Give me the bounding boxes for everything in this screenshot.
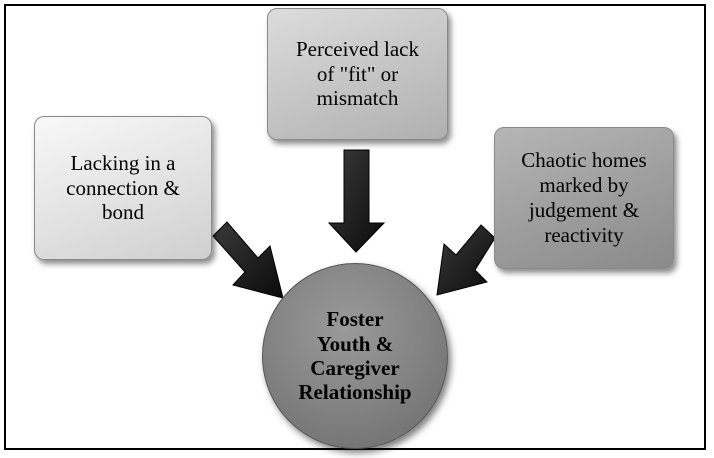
box-left-line: Lacking in a bbox=[70, 150, 176, 175]
box-right-line: judgement & bbox=[528, 198, 640, 222]
center-line: Caregiver bbox=[310, 356, 400, 380]
box-top-line: Perceived lack bbox=[295, 36, 420, 61]
box-top-line: mismatch bbox=[316, 86, 399, 111]
center-line: Foster bbox=[326, 307, 384, 332]
center-circle-foster-relationship: Foster Youth & Caregiver Relationship bbox=[262, 263, 448, 449]
box-chaotic-homes: Chaotic homes marked by judgement & reac… bbox=[494, 127, 674, 269]
box-left-line: connection & bbox=[66, 175, 180, 200]
box-right-line: reactivity bbox=[544, 222, 624, 247]
arrow-left-icon bbox=[212, 221, 284, 299]
box-lacking-connection: Lacking in a connection & bond bbox=[34, 116, 212, 260]
arrow-top-icon bbox=[327, 149, 386, 253]
box-right-line: marked by bbox=[539, 173, 629, 198]
box-right-line: Chaotic homes bbox=[521, 148, 647, 173]
center-line: Relationship bbox=[298, 380, 412, 405]
box-left-line: bond bbox=[102, 200, 144, 225]
box-top-line: of "fit" or bbox=[316, 61, 399, 86]
box-perceived-mismatch: Perceived lack of "fit" or mismatch bbox=[267, 8, 448, 140]
arrow-right-icon bbox=[436, 224, 496, 296]
center-line: Youth & bbox=[316, 331, 394, 356]
